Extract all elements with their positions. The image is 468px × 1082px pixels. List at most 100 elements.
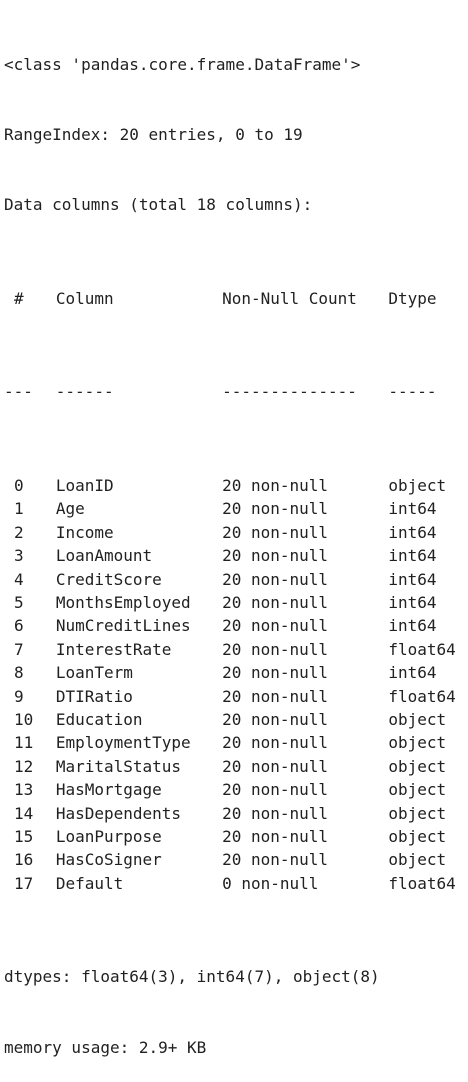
- row-column-name: HasDependents: [55, 803, 182, 823]
- row-num: 3: [14, 546, 24, 566]
- separator-row: --- ------ -------------- -----: [4, 380, 468, 403]
- row-num: 0: [14, 476, 24, 496]
- row-num: 16: [14, 850, 34, 870]
- row-non-null-count: 20 non-null: [222, 756, 329, 776]
- table-row: 1 Age 20 non-null int64: [4, 497, 468, 520]
- row-column-name: LoanID: [55, 476, 114, 496]
- row-column-name: Default: [55, 873, 124, 893]
- row-non-null-count: 20 non-null: [222, 780, 329, 800]
- row-dtype: int64: [388, 522, 437, 542]
- row-dtype: float64: [388, 639, 456, 659]
- row-non-null-count: 20 non-null: [222, 616, 329, 636]
- row-num: 9: [14, 686, 24, 706]
- row-column-name: HasCoSigner: [55, 850, 162, 870]
- row-non-null-count: 20 non-null: [222, 522, 329, 542]
- table-row: 12 MaritalStatus 20 non-null object: [4, 755, 468, 778]
- row-num: 2: [14, 522, 24, 542]
- row-dtype: object: [388, 733, 447, 753]
- row-num: 12: [14, 756, 34, 776]
- row-dtype: object: [388, 826, 447, 846]
- table-row: 4 CreditScore 20 non-null int64: [4, 568, 468, 591]
- header-dtype: Dtype: [388, 288, 437, 308]
- row-column-name: Age: [55, 499, 85, 519]
- row-dtype: float64: [388, 873, 456, 893]
- row-column-name: LoanTerm: [55, 663, 133, 683]
- row-non-null-count: 20 non-null: [222, 850, 329, 870]
- row-column-name: DTIRatio: [55, 686, 133, 706]
- row-non-null-count: 20 non-null: [222, 546, 329, 566]
- row-num: 13: [14, 780, 34, 800]
- row-dtype: int64: [388, 616, 437, 636]
- dataframe-info-output: <class 'pandas.core.frame.DataFrame'> Ra…: [4, 54, 468, 1057]
- row-column-name: LoanAmount: [55, 546, 153, 566]
- row-non-null-count: 20 non-null: [222, 569, 329, 589]
- row-dtype: object: [388, 476, 447, 496]
- row-num: 8: [14, 663, 24, 683]
- row-column-name: MaritalStatus: [55, 756, 182, 776]
- data-columns-line: Data columns (total 18 columns):: [4, 195, 313, 215]
- row-non-null-count: 20 non-null: [222, 499, 329, 519]
- separator-num: ---: [4, 382, 33, 402]
- table-row: 9 DTIRatio 20 non-null float64: [4, 685, 468, 708]
- row-column-name: LoanPurpose: [55, 826, 162, 846]
- dtypes-line: dtypes: float64(3), int64(7), object(8): [4, 967, 380, 987]
- row-column-name: CreditScore: [55, 569, 162, 589]
- header-column: Column: [55, 288, 114, 308]
- row-non-null-count: 20 non-null: [222, 803, 329, 823]
- row-dtype: object: [388, 803, 447, 823]
- row-non-null-count: 20 non-null: [222, 639, 329, 659]
- row-dtype: object: [388, 780, 447, 800]
- separator-dtype: -----: [388, 382, 437, 402]
- row-dtype: int64: [388, 499, 437, 519]
- memory-usage-line: memory usage: 2.9+ KB: [4, 1037, 207, 1057]
- row-non-null-count: 0 non-null: [222, 873, 319, 893]
- row-num: 10: [14, 709, 34, 729]
- row-non-null-count: 20 non-null: [222, 733, 329, 753]
- header-count: Non-Null Count: [222, 288, 357, 308]
- row-non-null-count: 20 non-null: [222, 826, 329, 846]
- row-num: 6: [14, 616, 24, 636]
- row-dtype: int64: [388, 546, 437, 566]
- row-dtype: float64: [388, 686, 456, 706]
- header-num: #: [14, 288, 24, 308]
- row-dtype: object: [388, 709, 447, 729]
- row-column-name: InterestRate: [55, 639, 172, 659]
- separator-column: ------: [55, 382, 114, 402]
- row-num: 14: [14, 803, 34, 823]
- table-row: 3 LoanAmount 20 non-null int64: [4, 544, 468, 567]
- table-row: 16 HasCoSigner 20 non-null object: [4, 848, 468, 871]
- row-column-name: Education: [55, 709, 143, 729]
- table-row: 2 Income 20 non-null int64: [4, 521, 468, 544]
- row-num: 15: [14, 826, 34, 846]
- row-num: 7: [14, 639, 24, 659]
- separator-count: --------------: [222, 382, 357, 402]
- row-non-null-count: 20 non-null: [222, 663, 329, 683]
- table-row: 14 HasDependents 20 non-null object: [4, 802, 468, 825]
- row-num: 4: [14, 569, 24, 589]
- row-column-name: Income: [55, 522, 114, 542]
- row-non-null-count: 20 non-null: [222, 476, 329, 496]
- class-line: <class 'pandas.core.frame.DataFrame'>: [4, 54, 361, 74]
- range-index-line: RangeIndex: 20 entries, 0 to 19: [4, 125, 303, 145]
- table-row: 17 Default 0 non-null float64: [4, 872, 468, 895]
- row-non-null-count: 20 non-null: [222, 709, 329, 729]
- row-num: 11: [14, 733, 34, 753]
- row-non-null-count: 20 non-null: [222, 686, 329, 706]
- table-row: 15 LoanPurpose 20 non-null object: [4, 825, 468, 848]
- row-column-name: EmploymentType: [55, 733, 191, 753]
- table-row: 6 NumCreditLines 20 non-null int64: [4, 614, 468, 637]
- row-num: 17: [14, 873, 34, 893]
- row-dtype: int64: [388, 569, 437, 589]
- table-row: 13 HasMortgage 20 non-null object: [4, 778, 468, 801]
- table-row: 0 LoanID 20 non-null object: [4, 474, 468, 497]
- row-num: 1: [14, 499, 24, 519]
- row-column-name: NumCreditLines: [55, 616, 191, 636]
- row-column-name: HasMortgage: [55, 780, 162, 800]
- table-row: 7 InterestRate 20 non-null float64: [4, 638, 468, 661]
- table-row: 10 Education 20 non-null object: [4, 708, 468, 731]
- row-dtype: object: [388, 850, 447, 870]
- row-dtype: object: [388, 756, 447, 776]
- table-header-row: # Column Non-Null Count Dtype: [4, 287, 468, 310]
- row-dtype: int64: [388, 663, 437, 683]
